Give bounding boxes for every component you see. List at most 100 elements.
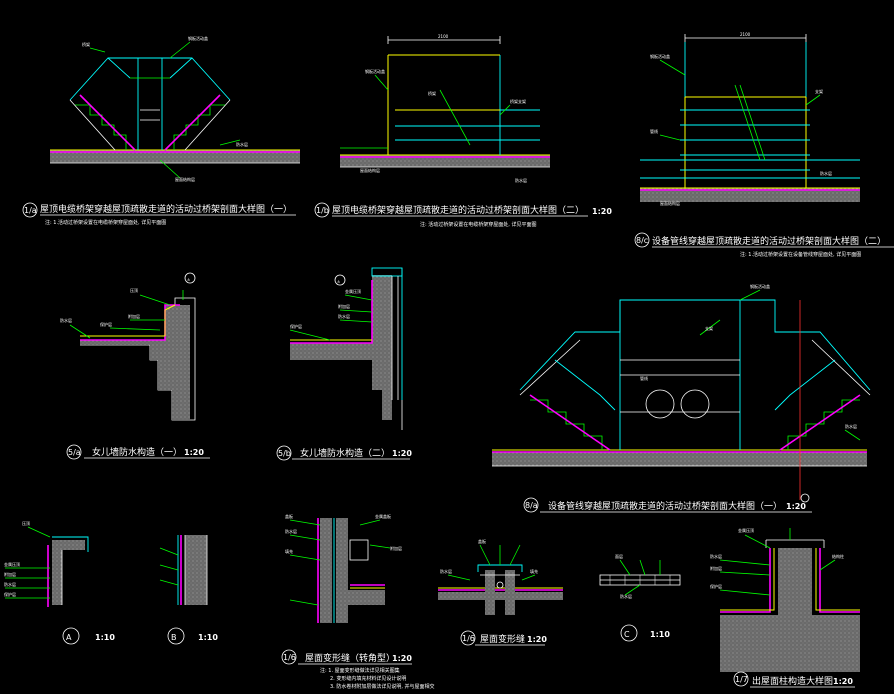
- detail-title: 出屋面柱构造大样图: [752, 675, 833, 687]
- svg-text:面层: 面层: [615, 553, 623, 559]
- svg-text:金属压顶: 金属压顶: [345, 288, 361, 294]
- detail-number: 1/6: [462, 634, 475, 643]
- detail-letter: A: [66, 633, 72, 642]
- detail-note: 注: 1.活动过桥架设置在设备管线穿屋面处, 详见平面图: [740, 251, 861, 258]
- detail-scale: 1:20: [833, 677, 853, 686]
- svg-text:附加层: 附加层: [710, 565, 722, 571]
- svg-text:填充: 填充: [530, 568, 538, 574]
- dimension-top: 2100: [740, 32, 751, 37]
- detail-1a-cable-tray-crossing: 桥架 钢板活动盖 屋面结构层 防水层 1/a 屋顶电缆桥架穿越屋顶疏散走道的活动…: [22, 35, 300, 226]
- detail-5a-parapet-waterproofing: ± 压顶 附加层 保护层 防水层 5/a 女儿墙防水构造（一） 1:20: [60, 272, 210, 460]
- detail-1-6-expansion-joint: 防水层 盖板 填充 1/6 屋面变形缝 1:20: [438, 538, 563, 646]
- detail-title: 设备管线穿越屋顶疏散走道的活动过桥架剖面大样图（二）: [652, 235, 886, 247]
- svg-text:±: ±: [187, 277, 190, 282]
- svg-text:支架: 支架: [705, 325, 713, 331]
- detail-title: 屋面变形缝（转角型）: [305, 652, 395, 664]
- detail-scale: 1:20: [527, 635, 547, 644]
- svg-text:桥架: 桥架: [82, 41, 90, 47]
- detail-note: 注: 活动过桥架设置在电缆桥架穿屋面处, 详见平面图: [420, 221, 536, 228]
- detail-A: 金属压顶 附加层 防水层 保护层 压顶 A 1:10: [4, 521, 115, 645]
- svg-text:压顶: 压顶: [130, 288, 138, 293]
- svg-text:附加层: 附加层: [390, 545, 402, 551]
- svg-text:金属盖板: 金属盖板: [375, 513, 391, 519]
- detail-1-7-rooftop-column: 金属压顶 防水层 附加层 保护层 结构柱 1/7 出屋面柱构造大样图 1:20: [710, 527, 860, 688]
- svg-text:附加层: 附加层: [338, 303, 350, 309]
- svg-text:附加层: 附加层: [4, 571, 16, 577]
- svg-text:支架: 支架: [815, 88, 823, 94]
- detail-number: 1/6: [283, 653, 296, 662]
- detail-title: 屋顶电缆桥架穿越屋顶疏散走道的活动过桥架剖面大样图（二）: [332, 204, 584, 216]
- detail-title: 设备管线穿越屋顶疏散走道的活动过桥架剖面大样图（一）: [548, 500, 782, 512]
- svg-text:防水层: 防水层: [620, 593, 632, 599]
- svg-text:盖板: 盖板: [285, 513, 293, 519]
- detail-scale: 1:20: [392, 654, 412, 663]
- svg-text:防水层: 防水层: [710, 553, 722, 559]
- svg-text:钢板活动盖: 钢板活动盖: [650, 53, 670, 59]
- detail-scale: 1:20: [786, 502, 806, 511]
- detail-note: 注: 1.活动过桥架设置在电缆桥架穿屋面处, 详见平面图: [45, 219, 166, 226]
- detail-scale: 1:20: [592, 207, 612, 216]
- detail-number: 8/c: [636, 236, 648, 245]
- detail-note: 3. 防水卷材附加层做法详见说明, 并与屋面相交: [330, 683, 435, 690]
- detail-5b-parapet-waterproofing: ± 金属压顶 附加层 防水层 保护层 5/b 女儿墙防水构造（二） 1:20: [276, 267, 412, 461]
- svg-text:金属压顶: 金属压顶: [738, 527, 754, 533]
- detail-scale: 1:10: [95, 633, 115, 642]
- detail-scale: 1:20: [184, 448, 204, 457]
- svg-text:防水层: 防水层: [60, 317, 72, 323]
- svg-text:±: ±: [337, 279, 340, 284]
- svg-text:填充: 填充: [285, 548, 293, 554]
- detail-letter: B: [171, 633, 177, 642]
- svg-text:防水层: 防水层: [236, 141, 248, 147]
- detail-number: 1/a: [24, 206, 37, 215]
- detail-number: 1/b: [316, 206, 329, 215]
- svg-text:屋面结构层: 屋面结构层: [360, 167, 380, 173]
- svg-text:桥架支架: 桥架支架: [510, 98, 526, 104]
- svg-text:防水层: 防水层: [845, 423, 857, 429]
- svg-text:保护层: 保护层: [710, 583, 722, 589]
- detail-title: 女儿墙防水构造（一）: [92, 446, 182, 458]
- detail-title: 屋顶电缆桥架穿越屋顶疏散走道的活动过桥架剖面大样图（一）: [40, 203, 292, 215]
- svg-text:保护层: 保护层: [4, 591, 16, 597]
- detail-number: 5/a: [68, 448, 81, 457]
- detail-1b-cable-tray-crossing: 2100 钢板活动盖 桥架支架 桥架 屋面结构层 防水层 1/b 屋顶电缆桥架穿…: [314, 34, 612, 228]
- svg-text:屋面结构层: 屋面结构层: [660, 200, 680, 206]
- detail-title: 屋面变形缝: [480, 633, 525, 645]
- svg-text:钢板活动盖: 钢板活动盖: [365, 68, 385, 74]
- svg-text:盖板: 盖板: [478, 538, 486, 544]
- svg-text:压顶: 压顶: [22, 521, 30, 526]
- detail-letter: C: [624, 630, 630, 639]
- detail-8c-pipe-crossing: 2100 钢板活动盖 支架 管线 防水层 屋面结构层 8/c 设备管线穿越屋顶疏…: [634, 32, 894, 258]
- detail-8a-pipe-crossing: 钢板活动盖 支架 防水层 管线 8/a 设备管线穿越屋顶疏散走道的活动过桥架剖面…: [492, 283, 871, 513]
- svg-text:管线: 管线: [650, 128, 658, 134]
- svg-text:防水层: 防水层: [338, 313, 350, 319]
- detail-number: 1/7: [735, 675, 748, 684]
- svg-text:防水层: 防水层: [285, 528, 297, 534]
- detail-number: 8/a: [525, 501, 538, 510]
- svg-text:管线: 管线: [640, 375, 648, 381]
- svg-text:金属压顶: 金属压顶: [4, 561, 20, 567]
- detail-number: 5/b: [278, 449, 291, 458]
- svg-text:保护层: 保护层: [100, 321, 112, 327]
- svg-text:钢板活动盖: 钢板活动盖: [750, 283, 770, 289]
- svg-text:附加层: 附加层: [128, 313, 140, 319]
- svg-text:屋面结构层: 屋面结构层: [175, 176, 195, 182]
- detail-B: B 1:10: [159, 535, 218, 645]
- svg-text:防水层: 防水层: [440, 568, 452, 574]
- svg-text:保护层: 保护层: [290, 323, 302, 329]
- svg-text:桥架: 桥架: [428, 90, 436, 96]
- detail-scale: 1:10: [650, 630, 670, 639]
- svg-text:防水层: 防水层: [515, 177, 527, 183]
- detail-scale: 1:20: [392, 449, 412, 458]
- svg-text:结构柱: 结构柱: [832, 553, 844, 559]
- detail-1-6-expansion-joint-corner: 盖板 防水层 填充 金属盖板 附加层 1/6 屋面变形缝（转角型） 1:20 注…: [281, 513, 435, 690]
- svg-text:防水层: 防水层: [820, 170, 832, 176]
- dimension-top: 2100: [438, 34, 449, 39]
- detail-note: 2. 变形缝内填充材料详见设计说明: [330, 675, 406, 682]
- detail-note: 注: 1. 屋面变形缝做法详见相关图集: [320, 667, 400, 674]
- svg-text:防水层: 防水层: [4, 581, 16, 587]
- detail-title: 女儿墙防水构造（二）: [300, 447, 390, 459]
- detail-C: 面层 防水层 C 1:10: [599, 553, 681, 642]
- svg-text:钢板活动盖: 钢板活动盖: [188, 35, 208, 41]
- detail-scale: 1:10: [198, 633, 218, 642]
